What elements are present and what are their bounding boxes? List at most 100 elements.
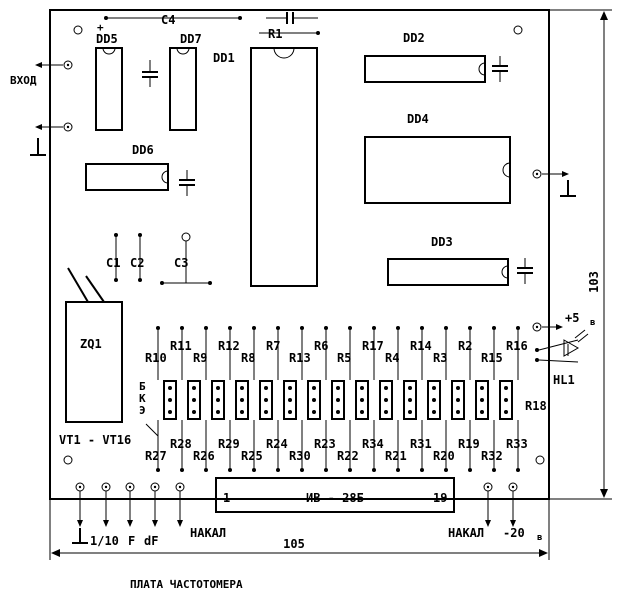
transistor-pads <box>403 380 417 420</box>
width-dimension: 105 <box>49 499 550 560</box>
bottom-terminals <box>75 482 518 527</box>
resistor-label: R7 <box>266 339 280 353</box>
chip-dd4: DD4 <box>364 112 511 204</box>
c1-label: C1 <box>106 256 120 270</box>
svg-text:+: + <box>97 21 104 34</box>
resistor-label: R25 <box>241 449 263 463</box>
height-dim-label: 103 <box>587 271 601 293</box>
mount-hole <box>513 25 523 35</box>
resistor-label: R31 <box>410 437 432 451</box>
r1-label: R1 <box>268 27 282 41</box>
board-title: ПЛАТА ЧАСТОТОМЕРА <box>130 578 243 591</box>
f-label: F <box>128 534 135 548</box>
resistor-label: R17 <box>362 339 384 353</box>
resistor-r1: R1 <box>259 12 320 41</box>
chip-dd3: DD3 <box>387 235 509 286</box>
input-terminal: ВХОД <box>10 60 73 87</box>
minus20-label: -20 <box>503 526 525 540</box>
resistor-label: R27 <box>145 449 167 463</box>
transistor-pads <box>163 380 177 420</box>
transistors-label: VT1 - VT16 <box>59 433 131 447</box>
hl1-label: HL1 <box>553 373 575 387</box>
display-pin-19: 19 <box>433 491 447 505</box>
chip-dd5: DD5 <box>95 32 123 131</box>
dd6-label: DD6 <box>132 143 154 157</box>
dd3-label: DD3 <box>431 235 453 249</box>
transistor-pads <box>259 380 273 420</box>
zq1-label: ZQ1 <box>80 337 102 351</box>
resistor-label: R15 <box>481 351 503 365</box>
nakal-left-label: НАКАЛ <box>190 526 226 540</box>
resistor-label: R3 <box>433 351 447 365</box>
plus5-terminal: +5 в <box>532 311 595 332</box>
resistor-label: R26 <box>193 449 215 463</box>
resistor-label: R24 <box>266 437 288 451</box>
range-label: 1/10 <box>90 534 119 548</box>
capacitor-c3: C3 <box>160 232 212 285</box>
dd1-label: DD1 <box>213 51 235 65</box>
capacitor-c4: + C4 <box>97 13 242 34</box>
svg-text:в: в <box>537 533 542 543</box>
resistor-label: R30 <box>289 449 311 463</box>
resistor-label: R10 <box>145 351 167 365</box>
transistor-pads <box>379 380 393 420</box>
transistor-pads <box>499 380 513 420</box>
resistor-label: R4 <box>385 351 399 365</box>
capacitor-dd2 <box>492 56 508 82</box>
display-name: ИВ - 28Б <box>306 491 364 505</box>
resistor-label: R28 <box>170 437 192 451</box>
transistor-pads <box>475 380 489 420</box>
transistor-pads <box>187 380 201 420</box>
resistor-label: R19 <box>458 437 480 451</box>
transistor-pads <box>235 380 249 420</box>
resistor-label: R6 <box>314 339 328 353</box>
chip-dd6: DD6 <box>85 143 169 191</box>
df-label: dF <box>144 534 158 548</box>
display-pin-1: 1 <box>223 491 230 505</box>
mount-hole <box>535 455 545 465</box>
chip-dd7: DD7 <box>169 32 202 131</box>
bke-e: Э <box>139 404 146 417</box>
transistor-pads <box>355 380 369 420</box>
resistor-label: R20 <box>433 449 455 463</box>
dd4-label: DD4 <box>407 112 429 126</box>
board-outline <box>49 9 550 500</box>
capacitor-dd3 <box>517 258 533 284</box>
crystal-zq1: ZQ1 <box>65 267 123 423</box>
capacitor-dd5 <box>142 60 158 87</box>
resistor-label: R32 <box>481 449 503 463</box>
transistor-pads <box>307 380 321 420</box>
resistor-label: R33 <box>506 437 528 451</box>
resistor-label: R23 <box>314 437 336 451</box>
r18-label: R18 <box>525 399 547 413</box>
resistor-label: R12 <box>218 339 240 353</box>
capacitor-dd6 <box>179 170 195 196</box>
display-iv28b: 1 19 ИВ - 28Б <box>215 477 455 513</box>
chip-dd2: DD2 <box>364 31 486 83</box>
bke-b: Б <box>139 380 146 393</box>
resistor-label: R22 <box>337 449 359 463</box>
ground-terminal-right <box>532 169 576 197</box>
transistor-pads <box>283 380 297 420</box>
dd5-label: DD5 <box>96 32 118 46</box>
c3-label: C3 <box>174 256 188 270</box>
resistor-label: R16 <box>506 339 528 353</box>
dd7-label: DD7 <box>180 32 202 46</box>
c4-label: C4 <box>161 13 175 27</box>
resistor-label: R9 <box>193 351 207 365</box>
resistor-label: R21 <box>385 449 407 463</box>
mount-hole <box>63 455 73 465</box>
mount-hole <box>73 25 83 35</box>
resistor-label: R8 <box>241 351 255 365</box>
plus5-label: +5 <box>565 311 579 325</box>
resistor-label: R2 <box>458 339 472 353</box>
transistor-pads <box>331 380 345 420</box>
transistor-pads <box>427 380 441 420</box>
transistor-pads <box>451 380 465 420</box>
width-dim-label: 105 <box>283 537 305 551</box>
height-dimension: 103 <box>549 9 612 500</box>
input-label: ВХОД <box>10 74 37 87</box>
chip-dd1: DD1 <box>213 47 318 287</box>
